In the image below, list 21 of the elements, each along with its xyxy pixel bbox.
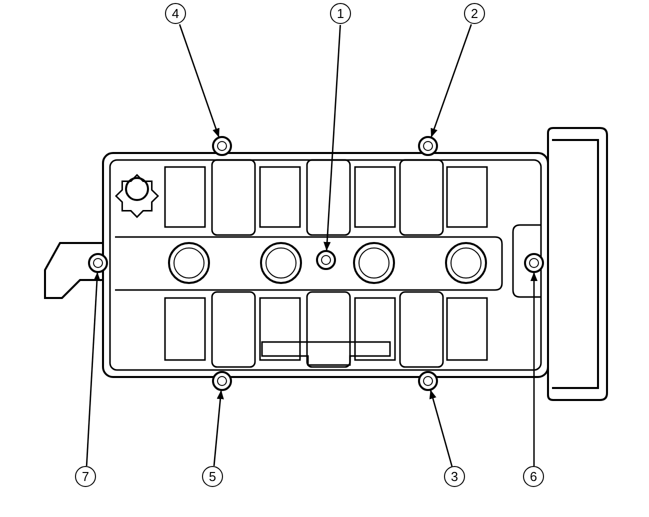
bolt-head	[212, 136, 232, 156]
leader-arrow	[324, 24, 341, 251]
callout-number: 1	[330, 3, 351, 24]
callout-number: 3	[444, 466, 465, 487]
bolt-head	[524, 253, 544, 273]
leader-arrow	[530, 272, 538, 466]
leader-arrow	[429, 390, 453, 467]
callout-number: 2	[464, 3, 485, 24]
leader-arrow	[178, 24, 220, 138]
leader-arrow	[430, 24, 472, 138]
bolt-head	[418, 136, 438, 156]
leader-arrow	[213, 390, 224, 466]
bolt-head	[316, 250, 336, 270]
callout-number: 5	[202, 466, 223, 487]
callout-number: 7	[75, 466, 96, 487]
bolt-head	[418, 371, 438, 391]
callout-number: 4	[165, 3, 186, 24]
bolt-head	[212, 371, 232, 391]
callout-number: 6	[523, 466, 544, 487]
leader-arrow	[86, 272, 101, 466]
bolt-head	[88, 253, 108, 273]
